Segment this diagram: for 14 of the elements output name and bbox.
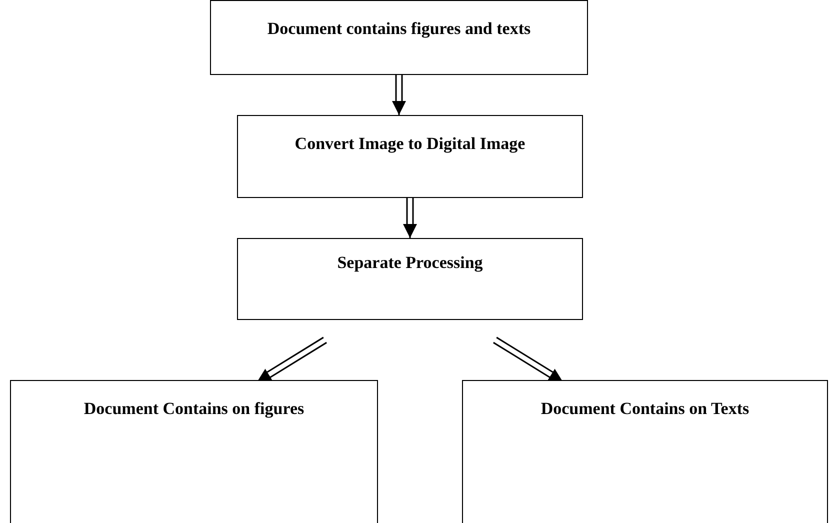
double-arrow [403,197,417,239]
box-label: Document contains figures and texts [266,18,532,40]
box-label: Document Contains on figures [82,398,306,420]
process-box [10,380,378,523]
box-label: Separate Processing [336,252,484,274]
double-arrow [392,74,406,116]
double-arrow [492,336,564,383]
box-label: Document Contains on Texts [540,398,750,420]
double-arrow [256,336,328,383]
process-box [237,115,583,198]
process-box [210,0,588,75]
process-box [462,380,828,523]
box-label: Convert Image to Digital Image [294,133,526,155]
process-box [237,238,583,320]
